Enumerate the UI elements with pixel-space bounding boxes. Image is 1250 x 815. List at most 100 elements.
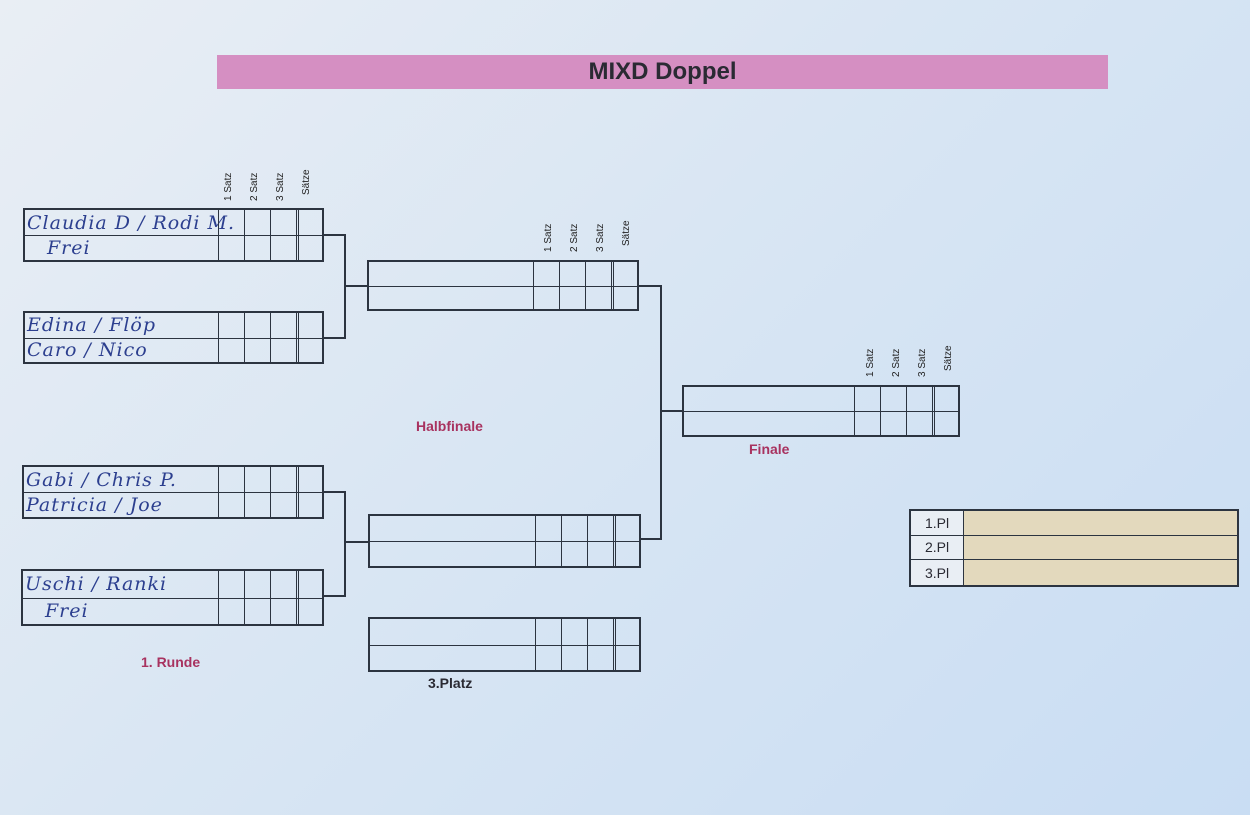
set-cell[interactable] <box>244 210 270 235</box>
set-cell[interactable] <box>270 597 296 624</box>
sets-total-cell[interactable] <box>613 516 639 541</box>
team-row[interactable]: Caro / Nico <box>25 337 322 362</box>
set-header-3: 3 Satz <box>917 348 928 377</box>
team-row[interactable] <box>369 285 637 309</box>
sets-total-cell[interactable] <box>613 619 639 645</box>
sets-total-cell[interactable] <box>613 644 639 670</box>
title-bar: MIXD Doppel <box>217 55 1108 89</box>
final-match <box>682 385 960 437</box>
set-cell[interactable] <box>218 467 244 492</box>
team-row[interactable]: Uschi / Ranki <box>23 571 322 599</box>
set-cell[interactable] <box>587 619 613 645</box>
set-cell[interactable] <box>270 571 296 598</box>
team-row[interactable] <box>369 262 637 287</box>
sets-total-cell[interactable] <box>932 387 958 411</box>
sets-total-cell[interactable] <box>611 262 637 286</box>
ranking-row-1: 1.Pl <box>911 511 1237 536</box>
set-cell[interactable] <box>244 235 270 260</box>
set-header-2: 2 Satz <box>891 348 902 377</box>
team-row[interactable]: Patricia / Joe <box>24 492 322 517</box>
set-cell[interactable] <box>880 387 906 411</box>
set-cell[interactable] <box>270 492 296 517</box>
round1-match-3: Gabi / Chris P. Patricia / Joe <box>22 465 324 519</box>
team-row[interactable]: Claudia D / Rodi M. <box>25 210 322 236</box>
set-cell[interactable] <box>218 597 244 624</box>
team-row[interactable] <box>370 619 639 646</box>
set-cell[interactable] <box>880 411 906 435</box>
set-cell[interactable] <box>218 492 244 517</box>
team-row[interactable]: Frei <box>25 235 322 260</box>
set-cell[interactable] <box>906 411 932 435</box>
set-cell[interactable] <box>270 235 296 260</box>
set-cell[interactable] <box>587 541 613 566</box>
set-cell[interactable] <box>561 619 587 645</box>
set-cell[interactable] <box>218 571 244 598</box>
sets-total-cell[interactable] <box>296 571 322 598</box>
set-cell[interactable] <box>244 313 270 338</box>
rank-label: 2.Pl <box>911 535 964 560</box>
rank-value-cell[interactable] <box>964 535 1237 560</box>
sets-total-cell[interactable] <box>296 467 322 492</box>
set-cell[interactable] <box>533 285 559 309</box>
set-cell[interactable] <box>533 262 559 286</box>
set-cell[interactable] <box>854 411 880 435</box>
set-header-total: Sätze <box>301 169 312 195</box>
set-cell[interactable] <box>561 516 587 541</box>
set-cell[interactable] <box>585 262 611 286</box>
set-cell[interactable] <box>585 285 611 309</box>
set-cell[interactable] <box>854 387 880 411</box>
set-cell[interactable] <box>906 387 932 411</box>
set-header-1: 1 Satz <box>543 223 554 252</box>
set-cell[interactable] <box>559 285 585 309</box>
set-header-2: 2 Satz <box>569 223 580 252</box>
set-cell[interactable] <box>270 337 296 362</box>
set-cell[interactable] <box>270 313 296 338</box>
set-cell[interactable] <box>587 516 613 541</box>
set-cell[interactable] <box>218 210 244 235</box>
sets-total-cell[interactable] <box>296 597 322 624</box>
set-cell[interactable] <box>244 337 270 362</box>
team-row[interactable] <box>370 541 639 566</box>
sets-total-cell[interactable] <box>296 492 322 517</box>
sets-total-cell[interactable] <box>613 541 639 566</box>
set-cell[interactable] <box>270 210 296 235</box>
sets-total-cell[interactable] <box>296 235 322 260</box>
label-round1: 1. Runde <box>141 654 201 670</box>
sets-total-cell[interactable] <box>296 210 322 235</box>
rank-value-cell[interactable] <box>964 511 1237 535</box>
set-cell[interactable] <box>561 644 587 670</box>
rank-value-cell[interactable] <box>964 560 1237 585</box>
team-row[interactable]: Edina / Flöp <box>25 313 322 339</box>
set-cell[interactable] <box>535 619 561 645</box>
ranking-row-3: 3.Pl <box>911 560 1237 585</box>
round1-match-2: Edina / Flöp Caro / Nico <box>23 311 324 364</box>
sets-total-cell[interactable] <box>296 337 322 362</box>
sets-total-cell[interactable] <box>611 285 637 309</box>
set-cell[interactable] <box>244 467 270 492</box>
rank-label: 1.Pl <box>911 511 964 535</box>
team-row[interactable]: Gabi / Chris P. <box>24 467 322 493</box>
set-cell[interactable] <box>535 516 561 541</box>
set-cell[interactable] <box>587 644 613 670</box>
team-row[interactable]: Frei <box>23 597 322 624</box>
sets-total-cell[interactable] <box>296 313 322 338</box>
team-name: Gabi / Chris P. <box>26 468 177 491</box>
set-cell[interactable] <box>561 541 587 566</box>
set-cell[interactable] <box>535 644 561 670</box>
set-cell[interactable] <box>244 597 270 624</box>
set-cell[interactable] <box>218 313 244 338</box>
set-cell[interactable] <box>535 541 561 566</box>
set-cell[interactable] <box>270 467 296 492</box>
label-final: Finale <box>749 441 790 457</box>
team-row[interactable] <box>370 644 639 670</box>
sets-total-cell[interactable] <box>932 411 958 435</box>
set-cell[interactable] <box>218 337 244 362</box>
team-row[interactable] <box>684 411 958 435</box>
team-row[interactable] <box>370 516 639 542</box>
set-cell[interactable] <box>559 262 585 286</box>
set-cell[interactable] <box>218 235 244 260</box>
set-cell[interactable] <box>244 571 270 598</box>
team-row[interactable] <box>684 387 958 412</box>
set-cell[interactable] <box>244 492 270 517</box>
rank-label: 3.Pl <box>911 560 964 585</box>
